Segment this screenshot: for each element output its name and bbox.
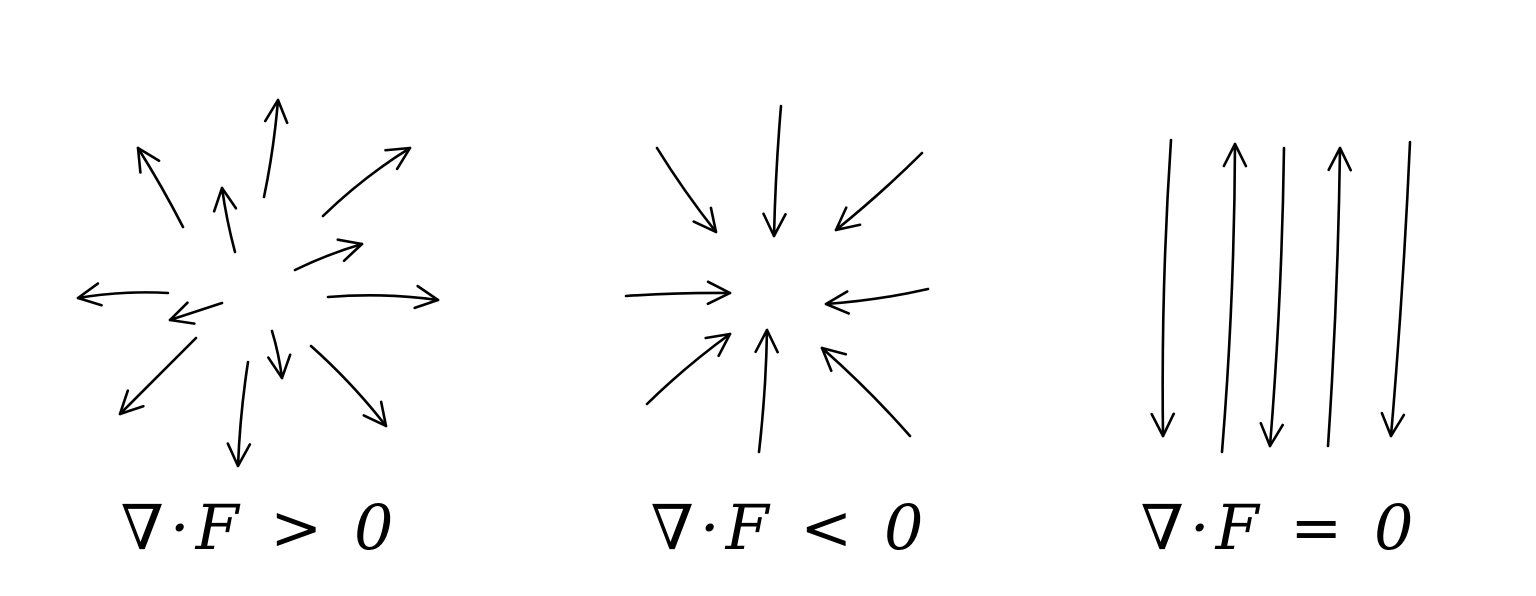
arrow-shaft (118, 336, 198, 416)
arrow-shaft (1161, 138, 1173, 438)
arrow-shaft (645, 332, 732, 406)
arrow-head (136, 146, 161, 174)
arrow-head (754, 328, 779, 354)
arrow-shaft (270, 329, 284, 380)
arrow-in-6 (754, 328, 779, 454)
arrow-head (168, 301, 196, 325)
arrow-out-7 (326, 284, 440, 310)
arrow-head (212, 186, 238, 213)
arrow-shaft (1268, 146, 1286, 448)
arrow-out-8 (118, 336, 198, 416)
arrow-in-2 (834, 151, 924, 232)
arrow-shaft (1220, 142, 1237, 454)
arrow-shaft (624, 291, 732, 298)
arrow-in-5 (645, 332, 732, 406)
arrow-out-9 (267, 329, 292, 380)
arrow-in-0 (655, 146, 718, 234)
arrow-shaft (772, 104, 783, 238)
arrow-shaft (293, 242, 364, 272)
arrow-shaft (236, 360, 250, 468)
arrow-out-10 (226, 360, 252, 468)
arrow-head (1150, 412, 1175, 438)
arrow-head (118, 389, 145, 416)
arrow-in-1 (762, 104, 787, 238)
arrow-out-4 (293, 238, 364, 272)
arrow-shaft (820, 346, 912, 438)
arrow-shaft (757, 328, 769, 454)
arrow-head (226, 442, 252, 468)
caption-zero-divergence: ∇·F = 0 (1140, 491, 1420, 564)
arrow-shaft (168, 301, 224, 322)
arrow-head (1380, 411, 1406, 438)
arrow-out-0 (136, 146, 185, 229)
arrow-head (267, 353, 292, 380)
arrow-head (413, 284, 440, 310)
arrow-shaft (220, 186, 237, 254)
arrow-head (692, 206, 718, 234)
arrow-shaft (1326, 146, 1342, 448)
arrow-head (704, 332, 732, 358)
arrow-out-2 (262, 98, 289, 199)
arrow-head (76, 282, 103, 307)
arrow-head (824, 290, 851, 315)
panel-zero-divergence (1150, 138, 1412, 454)
arrow-head (820, 346, 848, 373)
arrow-shaft (309, 344, 388, 428)
arrow-shaft (262, 98, 280, 199)
arrow-shaft (834, 151, 924, 232)
arrow-shaft (76, 291, 170, 300)
arrow-parallel-1 (1220, 142, 1248, 454)
arrow-parallel-0 (1150, 138, 1175, 438)
arrow-shaft (824, 287, 930, 306)
arrow-head (706, 280, 732, 306)
arrow-shaft (655, 146, 718, 234)
arrow-head (1259, 421, 1285, 448)
arrow-parallel-3 (1326, 146, 1352, 448)
arrow-out-11 (309, 344, 388, 428)
arrow-parallel-2 (1259, 146, 1286, 448)
arrow-out-5 (76, 282, 170, 307)
arrow-out-6 (168, 301, 224, 325)
arrow-head (263, 98, 289, 125)
arrow-in-3 (624, 280, 732, 306)
arrow-head (362, 400, 388, 428)
caption-positive-divergence: ∇·F > 0 (120, 491, 400, 564)
arrow-head (1222, 142, 1248, 168)
arrow-shaft (1389, 140, 1412, 438)
arrow-shaft (321, 146, 412, 218)
arrow-parallel-4 (1380, 140, 1412, 438)
arrow-head (1327, 146, 1352, 172)
arrow-out-1 (212, 186, 238, 254)
arrow-in-4 (824, 287, 930, 315)
arrow-out-3 (321, 146, 412, 218)
caption-negative-divergence: ∇·F < 0 (650, 491, 930, 564)
arrow-shaft (326, 294, 440, 302)
panel-negative-divergence (624, 104, 930, 454)
panel-positive-divergence (76, 98, 440, 468)
arrow-in-7 (820, 346, 912, 438)
arrow-head (336, 238, 364, 263)
arrow-head (834, 206, 862, 232)
arrow-shaft (136, 146, 185, 229)
arrow-head (762, 212, 787, 238)
arrow-head (384, 146, 412, 171)
